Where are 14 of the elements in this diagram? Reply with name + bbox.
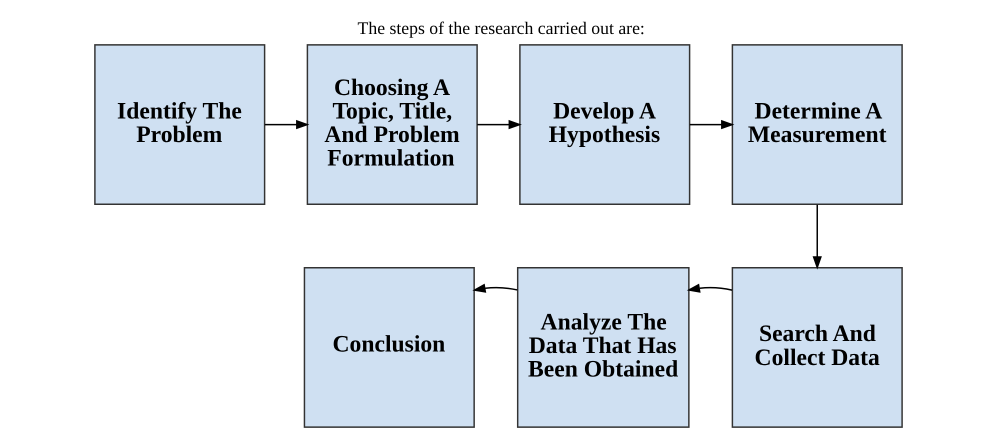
arrow [686, 284, 732, 293]
arrow [690, 120, 734, 130]
arrow [472, 284, 518, 293]
arrow [477, 120, 522, 130]
node-box: Develop A Hypothesis [519, 44, 690, 205]
diagram-title: The steps of the research carried out are: [358, 18, 645, 38]
node-box: Identify The Problem [94, 44, 266, 205]
arrow [264, 120, 310, 130]
node-box: Determine A Measurement [732, 44, 903, 205]
arrow [812, 204, 822, 270]
node-box: Analyze The Data That Has Been Obtained [516, 266, 690, 428]
node-box: Conclusion [304, 266, 475, 428]
node-box: Search And Collect Data [732, 266, 903, 428]
node-box: Choosing A Topic, Title, And Problem Formulation [306, 44, 478, 205]
